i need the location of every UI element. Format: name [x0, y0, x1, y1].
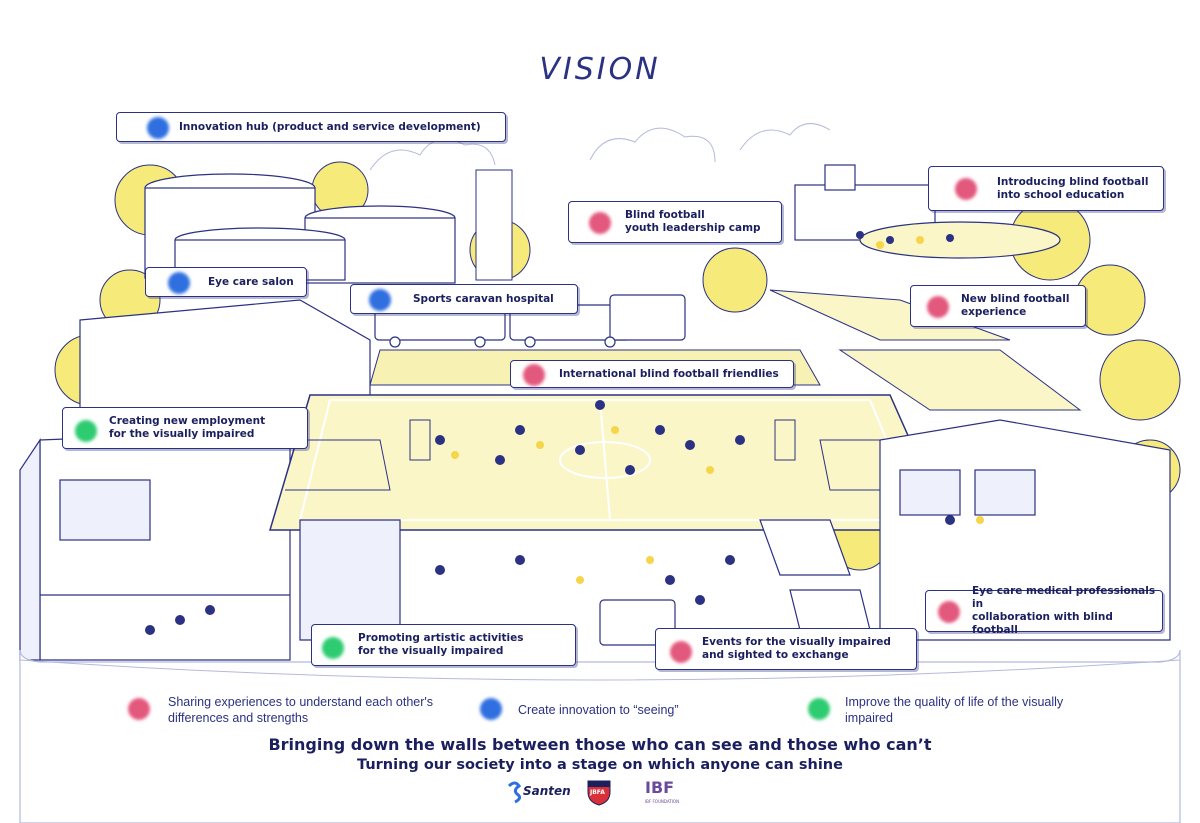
- callout-label: Introducing blind football into school e…: [997, 175, 1149, 201]
- santen-logo: Santen: [505, 780, 575, 804]
- pink-dot-icon: [938, 601, 960, 623]
- blue-dot-icon: [369, 289, 391, 311]
- ibf-logo-subtext: IBF FOUNDATION: [645, 799, 680, 804]
- callout-employment: Creating new employment for the visually…: [62, 407, 308, 449]
- subheadline: Turning our society into a stage on whic…: [357, 757, 843, 773]
- legend-innovation: Create innovation to “seeing”: [518, 703, 679, 717]
- green-dot-icon: [808, 698, 830, 720]
- callout-sports-caravan: Sports caravan hospital: [350, 284, 578, 314]
- callout-label: Innovation hub (product and service deve…: [179, 120, 481, 133]
- callout-new-experience: New blind football experience: [910, 285, 1086, 327]
- callout-events: Events for the visually impaired and sig…: [655, 628, 917, 670]
- callout-eye-care-salon: Eye care salon: [145, 267, 307, 297]
- callout-label: Eye care salon: [208, 275, 294, 288]
- pink-dot-icon: [589, 212, 611, 234]
- pink-dot-icon: [927, 296, 949, 318]
- callout-label: Promoting artistic activities for the vi…: [358, 632, 524, 657]
- jbfa-logo-text: JBFA: [590, 789, 605, 796]
- headline: Bringing down the walls between those wh…: [268, 735, 932, 754]
- pink-dot-icon: [128, 698, 150, 720]
- callout-label: New blind football experience: [961, 293, 1070, 318]
- blue-dot-icon: [147, 117, 169, 139]
- callout-label: Creating new employment for the visually…: [109, 415, 266, 440]
- ibf-logo: IBF IBF FOUNDATION: [643, 778, 693, 808]
- legend-sharing: Sharing experiences to understand each o…: [168, 695, 434, 725]
- callout-innovation-hub: Innovation hub (product and service deve…: [116, 112, 506, 142]
- callout-youth-camp: Blind football youth leadership camp: [568, 201, 782, 243]
- pink-dot-icon: [523, 364, 545, 386]
- blue-dot-icon: [480, 698, 502, 720]
- callout-label: Events for the visually impaired and sig…: [702, 636, 891, 661]
- blue-dot-icon: [168, 272, 190, 294]
- callout-label: Sports caravan hospital: [413, 292, 554, 305]
- callout-artistic: Promoting artistic activities for the vi…: [311, 624, 576, 666]
- callout-school-education: Introducing blind football into school e…: [928, 166, 1164, 211]
- jbfa-shield-icon: [587, 780, 611, 806]
- jbfa-logo: JBFA: [586, 778, 612, 806]
- callout-friendlies: International blind football friendlies: [510, 360, 794, 388]
- callout-label: International blind football friendlies: [559, 367, 779, 380]
- callout-label: Eye care medical professionals in collab…: [972, 585, 1156, 636]
- green-dot-icon: [322, 637, 344, 659]
- page-title: VISION: [539, 52, 661, 87]
- pink-dot-icon: [955, 178, 977, 200]
- callout-label: Blind football youth leadership camp: [625, 209, 761, 234]
- innovation-hub-building: [144, 173, 456, 284]
- football-pitch: [268, 394, 952, 531]
- left-building: [19, 299, 371, 661]
- callout-medical: Eye care medical professionals in collab…: [925, 585, 1163, 636]
- santen-logo-text: Santen: [523, 784, 571, 798]
- legend-quality: Improve the quality of life of the visua…: [845, 695, 1064, 725]
- ibf-logo-text: IBF: [645, 778, 675, 797]
- green-dot-icon: [75, 420, 97, 442]
- santen-logo-graphic: [507, 781, 522, 804]
- pink-dot-icon: [670, 641, 692, 663]
